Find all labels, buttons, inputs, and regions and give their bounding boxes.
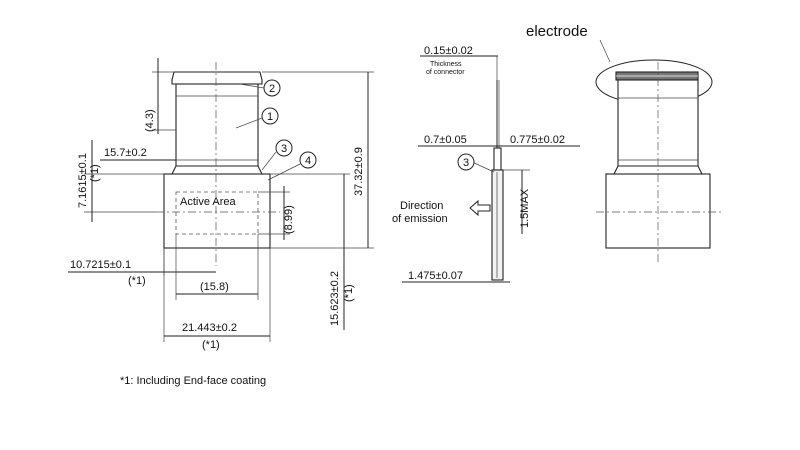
callout-4 <box>299 151 317 169</box>
side-body-lower <box>491 169 504 281</box>
svg-text:2: 2 <box>269 83 275 95</box>
electrode-label: electrode <box>526 23 588 40</box>
svg-text:4: 4 <box>305 155 311 167</box>
front-top-flange <box>171 71 263 85</box>
active-area-box <box>175 191 259 235</box>
dim-15-623: 15.623±0.2 <box>329 271 341 326</box>
front-neck <box>175 83 259 175</box>
dim-8-99: (8.99) <box>283 205 295 234</box>
dim-15-7: 15.7±0.2 <box>104 147 147 159</box>
footnote: *1: Including End-face coating <box>120 375 266 387</box>
direction-label-2: of emission <box>392 213 448 225</box>
dim-15-8: (15.8) <box>200 281 229 293</box>
svg-text:3: 3 <box>463 157 469 169</box>
front-main-block <box>163 173 271 249</box>
dim-10-7215-note: (*1) <box>128 275 146 287</box>
dim-15-623-note: (*1) <box>343 284 355 302</box>
dim-10-7215: 10.7215±0.1 <box>70 259 131 271</box>
back-view: electrode <box>526 23 722 262</box>
callout-3 <box>275 139 293 157</box>
callout-3-side <box>457 153 475 171</box>
direction-label-1: Direction <box>400 200 443 212</box>
thickness-caption-1: Thickness <box>430 61 462 68</box>
callout-1 <box>261 107 279 125</box>
dim-7-1615: 7.1615±0.1 <box>77 153 89 208</box>
dim-0-15: 0.15±0.02 <box>424 45 473 57</box>
svg-text:3: 3 <box>281 143 287 155</box>
side-body-upper <box>493 147 502 171</box>
side-view: 0.15±0.02 Thickness of connector 0.7±0.0… <box>392 45 580 283</box>
dim-37-32: 37.32±0.9 <box>353 147 365 196</box>
svg-text:1: 1 <box>267 111 273 123</box>
dim-1-475: 1.475±0.07 <box>408 270 463 282</box>
dim-1-5max: 1.5MAX <box>519 188 531 228</box>
dim-7-1615-note: (*1) <box>89 164 101 182</box>
active-area-label: Active Area <box>180 196 237 208</box>
front-shoulder <box>171 165 263 175</box>
dim-4-3: (4.3) <box>144 109 156 132</box>
dim-0-7: 0.7±0.05 <box>424 134 467 146</box>
dim-21-443: 21.443±0.2 <box>182 322 237 334</box>
callout-2 <box>263 79 281 97</box>
dim-21-443-note: (*1) <box>202 339 220 351</box>
dim-0-775: 0.775±0.02 <box>510 134 565 146</box>
thickness-caption-2: of connector <box>426 69 465 76</box>
emission-arrow-icon <box>469 199 491 217</box>
front-view: Active Area (4.3) 15.7±0.2 7.1615±0.1 (*… <box>68 58 374 351</box>
